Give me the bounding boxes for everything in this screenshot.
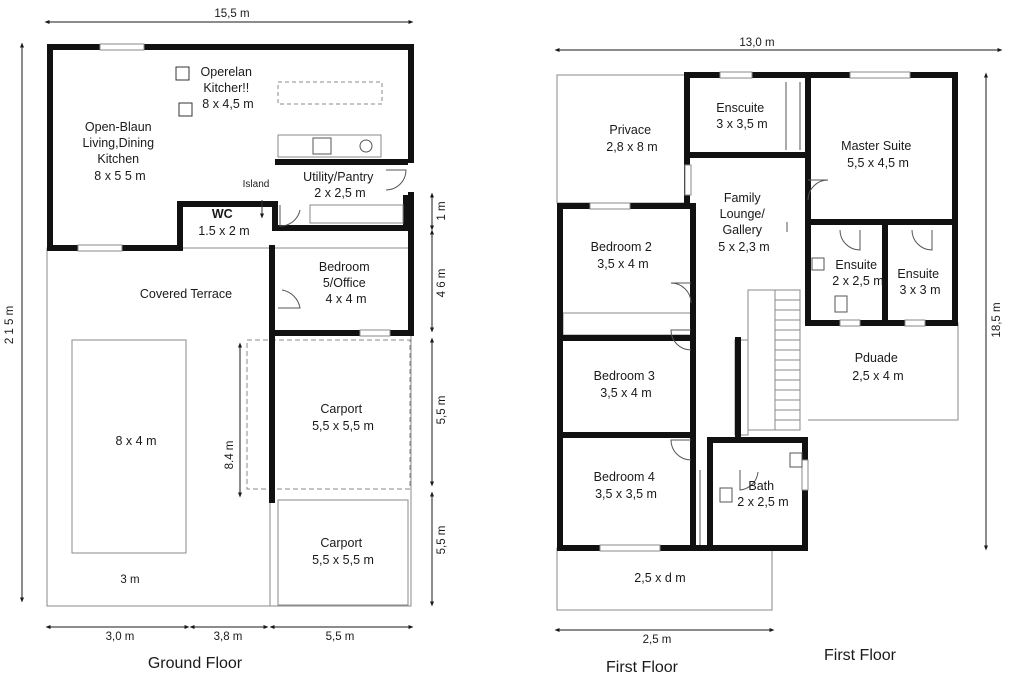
privace-label: Privace 2,8 x 8 m (606, 123, 657, 154)
dim-inner-bottom: 3 m (120, 574, 139, 586)
ground-floor-plan: 15,5 m 2 1 5 m (4, 8, 448, 672)
first-walls (557, 72, 958, 551)
dim-inner-vertical: 8.4 m (224, 441, 236, 470)
pool (71, 339, 187, 554)
bedroom2-label: Bedroom 2 3,5 x 4 m (591, 240, 656, 271)
ensuite-a-label: Ensuite 2 x 2,5 m (832, 258, 883, 288)
site-outline (46, 247, 412, 607)
ground-windows (77, 43, 391, 337)
dim-right-1: 1 m (436, 201, 448, 220)
carport-1-outline (246, 339, 411, 490)
pool-label: 8 x 4 m (116, 434, 157, 448)
bath-toilet-icon (719, 487, 733, 503)
ground-floor-caption: Ground Floor (148, 655, 243, 672)
carport2-label: Carport 5,5 x 5,5 m (312, 536, 374, 567)
carport-2-outline (277, 499, 409, 606)
pduade-label: Pduade 2,5 x 4 m (852, 351, 903, 383)
first-floor-plan: 13,0 m 18,5 m (554, 37, 1003, 676)
stool-icon-1 (175, 66, 190, 81)
utility-door-icon (385, 169, 407, 191)
bedroom5-door-icon (278, 289, 301, 309)
first-floor-caption-right: First Floor (824, 647, 897, 664)
lounge-door-icon (807, 179, 829, 201)
kitchen-label: Operelan Kitcher!! 8 x 4,5 m (201, 65, 256, 111)
island-label: Island (243, 179, 270, 190)
dim-right-4: 5,5 m (436, 526, 448, 555)
ground-walls (47, 44, 414, 503)
bedroom2-door-icon (670, 282, 692, 304)
utility-counter (309, 204, 404, 224)
bedroom4-door-icon (670, 439, 692, 461)
toilet-icon (834, 295, 848, 313)
first-floor-caption-left: First Floor (606, 659, 679, 676)
first-windows (589, 71, 926, 552)
ground-height-dim: 2 1 5 m (4, 306, 16, 344)
bedroom3-door-icon (670, 329, 692, 351)
ensuite-door-icon (839, 229, 861, 251)
stool-icon-2 (178, 102, 193, 117)
first-width-dim: 13,0 m (739, 37, 774, 49)
first-bottom-dim: 2,5 m (643, 634, 672, 646)
wc-label: WC 1.5 x 2 m (198, 207, 249, 238)
terrace-label: Covered Terrace (140, 287, 232, 301)
bedroom5-label: Bedroom 5/Office 4 x 4 m (319, 260, 373, 306)
wc-door-icon (279, 205, 301, 227)
fixtures (699, 82, 848, 545)
dim-bottom-1: 3,0 m (106, 631, 135, 643)
utility-label: Utility/Pantry 2 x 2,5 m (303, 170, 377, 200)
bath-label: Bath 2 x 2,5 m (737, 479, 788, 509)
dim-right-3: 5,5 m (436, 396, 448, 425)
ground-width-dim: 15,5 m (214, 8, 249, 20)
kitchen-counter (277, 134, 382, 158)
ground-right-dims (238, 192, 434, 607)
bath-basin-icon (789, 452, 803, 468)
dim-bottom-2: 3,8 m (214, 631, 243, 643)
kitchen-island-dashed (277, 81, 383, 105)
ensuite-b-door-icon (911, 229, 933, 251)
living-label: Open-Blaun Living,Dining Kitchen 8 x 5 5… (82, 120, 157, 183)
cooktop-icon (359, 139, 373, 153)
carport1-label: Carport 5,5 x 5,5 m (312, 402, 374, 433)
master-label: Master Suite 5,5 x 4,5 m (841, 139, 915, 170)
first-height-dim: 18,5 m (991, 302, 1003, 337)
staircase (774, 290, 800, 430)
sink-icon (312, 137, 332, 155)
basin-icon (811, 257, 825, 271)
bedroom3-label: Bedroom 3 3,5 x 4 m (594, 369, 659, 400)
dim-right-2: 4 6 m (436, 269, 448, 298)
balcony-label: 2,5 x d m (634, 571, 685, 585)
bedroom4-label: Bedroom 4 3,5 x 3,5 m (594, 470, 659, 501)
dim-bottom-3: 5,5 m (326, 631, 355, 643)
ensuite-b-label: Ensuite 3 x 3 m (897, 267, 942, 297)
ensuite-top-label: Enscuite 3 x 3,5 m (716, 101, 767, 131)
lounge-label: Family Lounge/ Gallery 5 x 2,3 m (718, 191, 769, 254)
first-doors (670, 179, 933, 491)
bath-door-icon (739, 470, 759, 491)
